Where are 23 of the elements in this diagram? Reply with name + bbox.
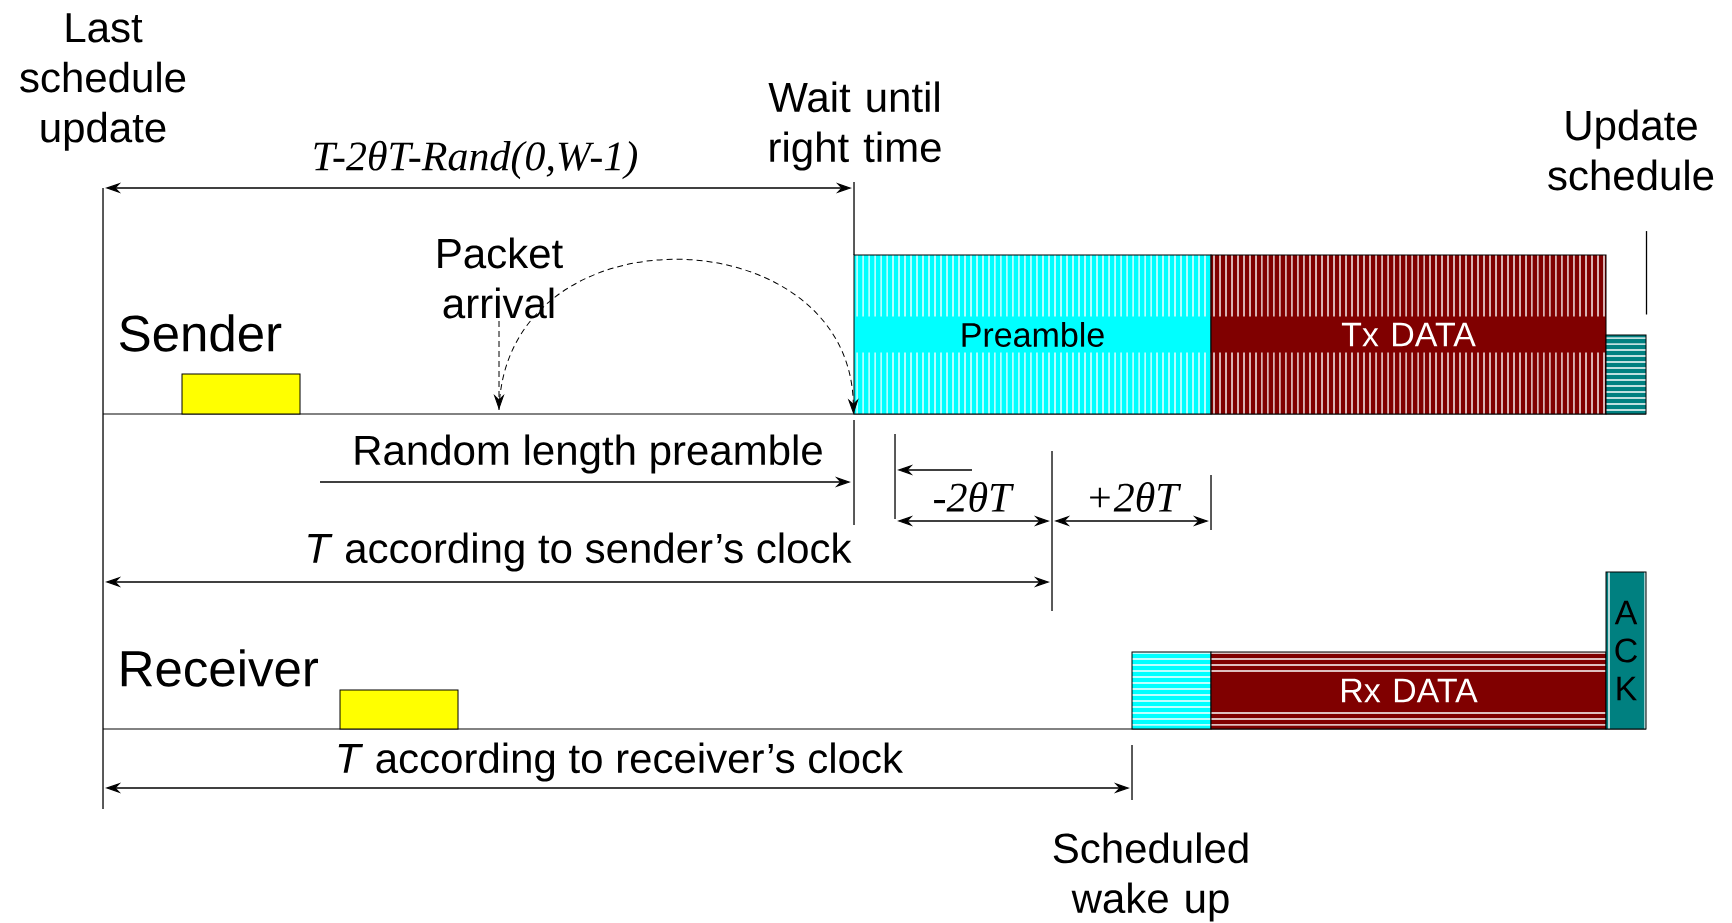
- dimension-label: T-2θT-Rand(0,W-1): [314, 140, 638, 180]
- dimension-label: T according to receiver’s clock: [338, 742, 904, 782]
- arrow: [498, 258, 859, 414]
- dimension-label: Random length preamble: [355, 434, 822, 474]
- arrow: [494, 320, 504, 409]
- event-label: Last schedule update: [20, 13, 186, 151]
- dimension-label: +2θT: [1090, 482, 1182, 512]
- ack-block: ACK: [1605, 571, 1647, 730]
- leader-line: [1645, 230, 1648, 316]
- preamble-block: [1131, 651, 1212, 730]
- event-label: Update schedule: [1548, 109, 1714, 191]
- dimension-label: T according to sender’s clock: [308, 532, 852, 572]
- row-label: Receiver: [121, 649, 318, 687]
- preamble-block: Preamble: [853, 254, 1212, 415]
- schedule-block: [339, 689, 459, 730]
- dimension-label: -2θT: [934, 482, 1014, 512]
- data-block: Tx DATA: [1210, 254, 1607, 415]
- event-label: Wait until right time: [768, 81, 941, 171]
- ack-block: [1605, 334, 1647, 415]
- event-label: Packet arrival: [438, 237, 563, 319]
- schedule-block: [181, 373, 301, 415]
- data-block: Rx DATA: [1210, 651, 1607, 730]
- event-label: Scheduled wake up: [1053, 832, 1248, 922]
